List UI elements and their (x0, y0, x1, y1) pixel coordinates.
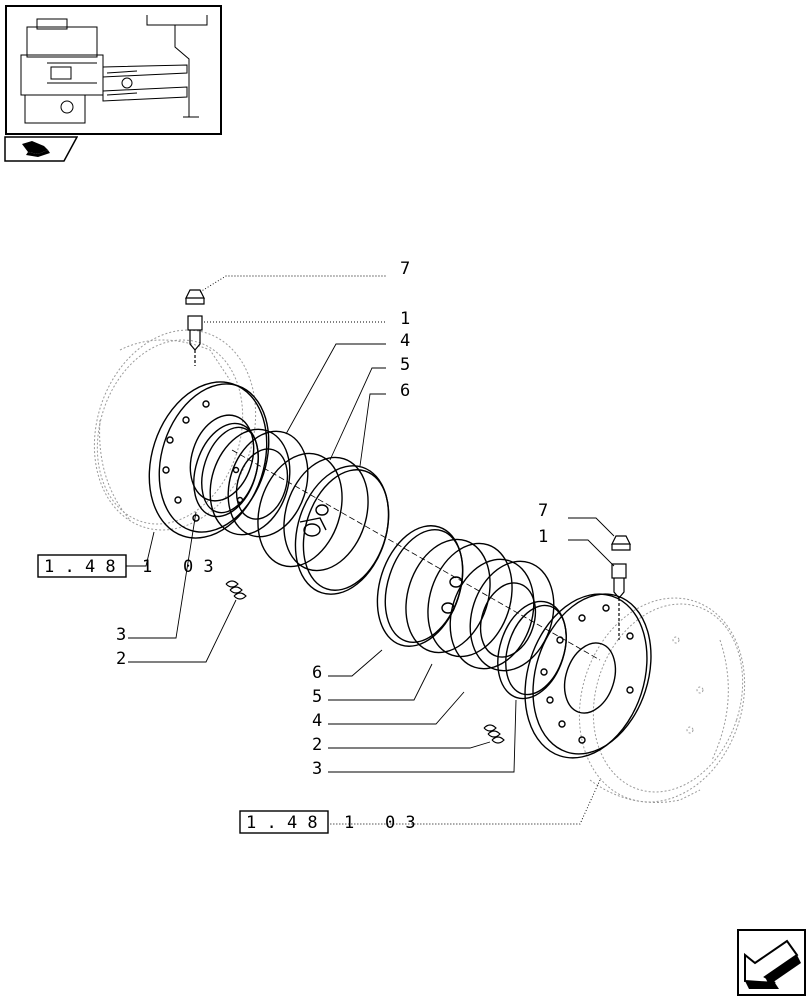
reference-box-2[interactable] (239, 810, 329, 834)
right-flange (524, 593, 652, 759)
part-6-left (294, 465, 390, 595)
callout-3-left: 3 (116, 625, 126, 645)
part-4-right (449, 558, 555, 672)
part-2-right-spring (483, 724, 505, 744)
callout-7-top: 7 (400, 259, 410, 279)
callout-1-top: 1 (400, 309, 410, 329)
left-flange (148, 381, 270, 539)
callout-7-right: 7 (538, 501, 548, 521)
reference-link-1[interactable]: 1 . 4 8 1 0 3 (37, 554, 214, 578)
callout-3-bottom: 3 (312, 759, 322, 779)
part-5-right (405, 538, 513, 658)
reference-rest-1-text: 1 0 3 (142, 557, 214, 577)
part-3-right (497, 600, 567, 700)
right-housing-ghost (578, 597, 746, 803)
callout-2-left: 2 (116, 649, 126, 669)
axis-centerline (231, 449, 601, 661)
callout-4-bottom: 4 (312, 711, 322, 731)
callout-1-right: 1 (538, 527, 548, 547)
reference-box-2-text[interactable]: 1 . 4 8 (246, 813, 318, 833)
next-page-arrow-glyph (744, 939, 801, 989)
part-1-top-bolt (187, 315, 203, 366)
part-3-left (193, 422, 259, 518)
left-housing-ghost (93, 329, 257, 531)
part-6-right (376, 525, 464, 647)
callout-4-top: 4 (400, 331, 410, 351)
callout-6-top: 6 (400, 381, 410, 401)
thumbnail-drawing (20, 15, 208, 124)
part-2-left-spring (225, 580, 247, 600)
catalog-page-tab-icon[interactable] (4, 136, 79, 162)
next-page-arrow-icon[interactable] (737, 929, 806, 996)
part-7-right-cap (611, 535, 631, 551)
callout-6-bottom: 6 (312, 663, 322, 683)
part-7-top-cap (185, 289, 205, 305)
part-1-right-bolt (611, 563, 627, 640)
callout-2-bottom: 2 (312, 735, 322, 755)
reference-box-1[interactable] (37, 554, 127, 578)
tab-shape (4, 136, 79, 162)
part-4-left (209, 428, 309, 538)
reference-rest-2-text: 1 0 3 (344, 813, 416, 833)
reference-link-2[interactable]: 1 . 4 8 1 0 3 (239, 810, 416, 834)
leader-lines (126, 275, 615, 825)
reference-box-1-text[interactable]: 1 . 4 8 (44, 557, 116, 577)
assembly-overview-thumbnail[interactable] (5, 5, 222, 135)
callout-5-bottom: 5 (312, 687, 322, 707)
callout-5-top: 5 (400, 355, 410, 375)
